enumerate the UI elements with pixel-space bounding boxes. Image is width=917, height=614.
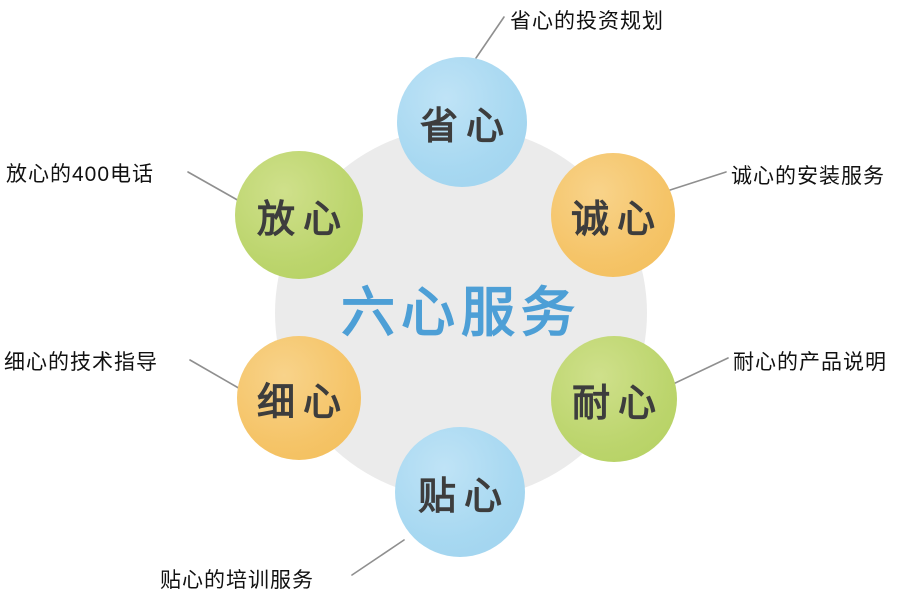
node-naixin-label: 耐心 <box>571 382 664 425</box>
annotation-xixin: 细心的技术指导 <box>4 351 158 374</box>
node-chengxin: 诚心 <box>551 153 675 277</box>
node-naixin: 耐心 <box>551 336 677 462</box>
annotation-naixin: 耐心的产品说明 <box>733 351 887 374</box>
annotation-chengxin: 诚心的安装服务 <box>731 165 885 188</box>
connector-line-shengxin <box>475 16 505 59</box>
connector-line-chengxin <box>666 171 727 192</box>
node-xixin: 细心 <box>237 336 361 460</box>
diagram-title: 六心服务 <box>341 283 581 343</box>
connector-line-tiexin <box>351 539 405 576</box>
node-shengxin-label: 省心 <box>419 105 512 148</box>
node-chengxin-label: 诚心 <box>570 198 663 241</box>
connector-line-naixin <box>670 357 729 386</box>
annotation-tiexin: 贴心的培训服务 <box>160 569 314 592</box>
connector-line-fangxin <box>187 171 242 203</box>
node-xixin-label: 细心 <box>256 381 349 424</box>
annotation-shengxin: 省心的投资规划 <box>510 10 664 33</box>
annotation-fangxin: 放心的400电话 <box>6 163 155 186</box>
node-tiexin-label: 贴心 <box>417 475 510 518</box>
node-tiexin: 贴心 <box>395 427 525 557</box>
node-fangxin-label: 放心 <box>256 198 349 241</box>
node-fangxin: 放心 <box>235 151 363 279</box>
connector-line-xixin <box>189 359 243 391</box>
node-shengxin: 省心 <box>397 57 527 187</box>
